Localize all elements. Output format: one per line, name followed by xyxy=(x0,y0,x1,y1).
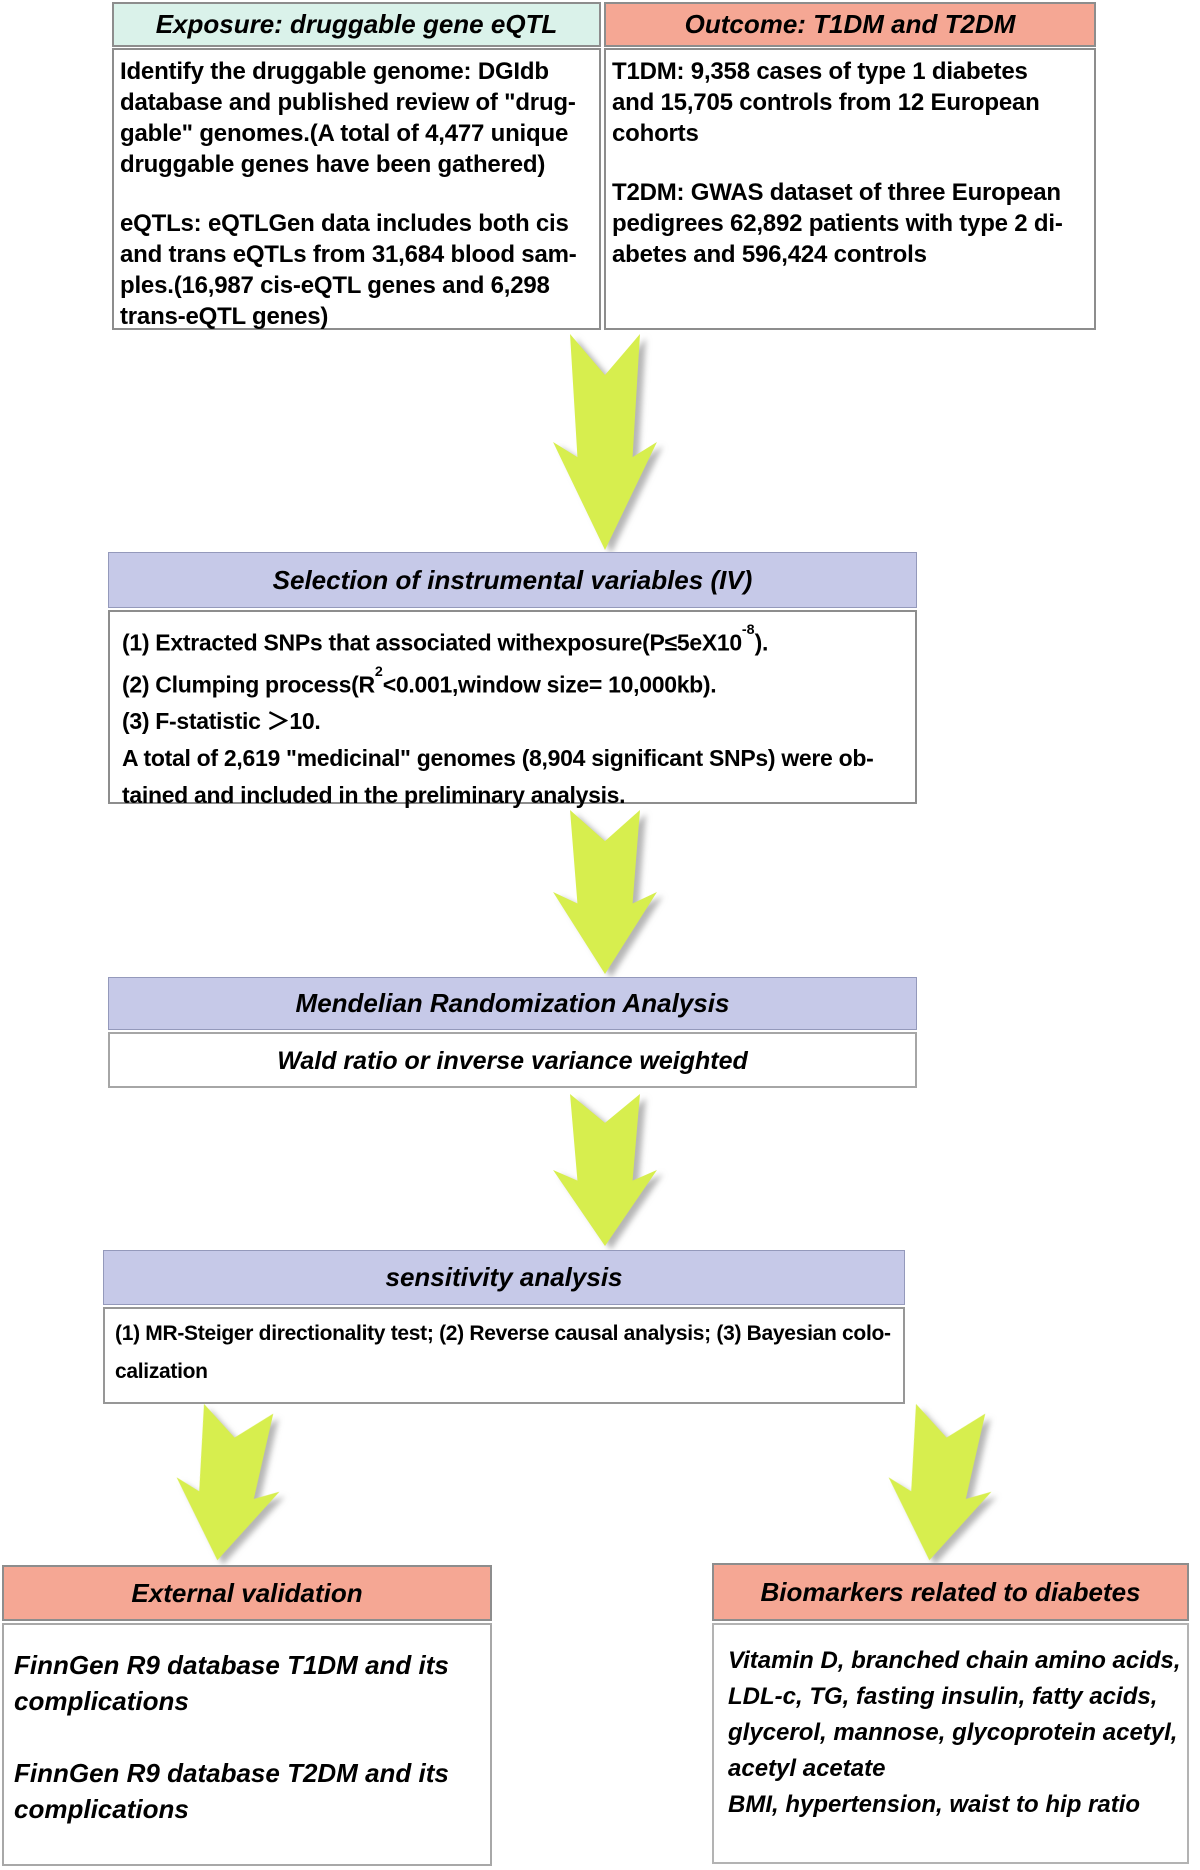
mr-analysis-box: Mendelian Randomization Analysis Wald ra… xyxy=(108,977,917,1088)
external-validation-body: FinnGen R9 database T1DM and its complic… xyxy=(2,1623,492,1866)
text-line: trans-eQTL genes) xyxy=(120,303,329,330)
text-line: calization xyxy=(115,1360,208,1383)
text-line: A total of 2,619 "medicinal" genomes (8,… xyxy=(122,745,874,772)
paragraph-gap xyxy=(120,180,599,208)
external-validation-title: External validation xyxy=(131,1577,363,1608)
text-line: and trans eQTLs from 31,684 blood sam- xyxy=(120,241,577,268)
superscript: -8 xyxy=(741,622,755,639)
text-line: pedigrees 62,892 patients with type 2 di… xyxy=(612,210,1063,237)
text-line: Vitamin D, branched chain amino acids, xyxy=(728,1647,1181,1674)
text-line: LDL-c, TG, fasting insulin, fatty acids, xyxy=(728,1683,1158,1710)
down-arrow-icon xyxy=(553,810,657,974)
mr-analysis-title: Mendelian Randomization Analysis xyxy=(295,988,730,1018)
outcome-header: Outcome: T1DM and T2DM xyxy=(604,2,1096,47)
text-line: tained and included in the preliminary a… xyxy=(122,782,626,809)
mr-analysis-body: Wald ratio or inverse variance weighted xyxy=(108,1032,917,1088)
external-validation-header: External validation xyxy=(2,1565,492,1621)
text-line: acetyl acetate xyxy=(728,1755,886,1782)
text-line: T1DM: 9,358 cases of type 1 diabetes xyxy=(612,58,1028,85)
down-arrow-icon xyxy=(553,1094,657,1246)
superscript: 2 xyxy=(374,663,383,680)
text-line: FinnGen R9 database T2DM and its xyxy=(14,1758,449,1788)
iv-selection-title: Selection of instrumental variables (IV) xyxy=(272,564,753,595)
outcome-body: T1DM: 9,358 cases of type 1 diabetes and… xyxy=(604,48,1096,330)
text-line: cohorts xyxy=(612,120,699,147)
biomarkers-title: Biomarkers related to diabetes xyxy=(760,1576,1141,1607)
iv-selection-box: Selection of instrumental variables (IV)… xyxy=(108,552,917,808)
sensitivity-body: (1) MR-Steiger directionality test; (2) … xyxy=(103,1307,905,1404)
text-line: gable" genomes.(A total of 4,477 unique xyxy=(120,120,569,147)
text-line: ples.(16,987 cis-eQTL genes and 6,298 xyxy=(120,272,550,299)
iv-selection-header: Selection of instrumental variables (IV) xyxy=(108,552,917,608)
sensitivity-title: sensitivity analysis xyxy=(385,1262,623,1292)
sensitivity-box: sensitivity analysis (1) MR-Steiger dire… xyxy=(103,1250,905,1404)
text-line: eQTLs: eQTLGen data includes both cis xyxy=(120,210,569,237)
biomarkers-header: Biomarkers related to diabetes xyxy=(712,1563,1189,1621)
text-line: (3) F-statistic ＞10. xyxy=(122,708,321,735)
exposure-title: Exposure: druggable gene eQTL xyxy=(155,9,558,39)
down-arrow-icon xyxy=(176,1403,280,1561)
paragraph-gap xyxy=(14,1719,490,1755)
exposure-body: Identify the druggable genome: DGIdb dat… xyxy=(112,48,601,330)
iv-selection-body: (1) Extracted SNPs that associated withe… xyxy=(108,610,917,808)
text-line: druggable genes have been gathered) xyxy=(120,151,546,178)
text-line: T2DM: GWAS dataset of three European xyxy=(612,179,1061,206)
paragraph-gap xyxy=(612,149,1094,177)
text-line: glycerol, mannose, glycoprotein acetyl, xyxy=(728,1719,1178,1746)
exposure-box: Exposure: druggable gene eQTL Identify t… xyxy=(112,2,601,330)
text-line: BMI, hypertension, waist to hip ratio xyxy=(728,1791,1141,1818)
text-line: and 15,705 controls from 12 European xyxy=(612,89,1040,116)
text-line: Wald ratio or inverse variance weighted xyxy=(277,1047,748,1075)
text-line: (2) Clumping process(R2<0.001,window siz… xyxy=(122,663,717,698)
outcome-box: Outcome: T1DM and T2DM T1DM: 9,358 cases… xyxy=(604,2,1096,330)
text-line: (1) MR-Steiger directionality test; (2) … xyxy=(115,1322,891,1345)
external-validation-box: External validation FinnGen R9 database … xyxy=(2,1565,492,1866)
mr-analysis-header: Mendelian Randomization Analysis xyxy=(108,977,917,1030)
text-line: complications xyxy=(14,1794,189,1824)
biomarkers-body: Vitamin D, branched chain amino acids, L… xyxy=(712,1623,1189,1864)
biomarkers-box: Biomarkers related to diabetes Vitamin D… xyxy=(712,1563,1189,1864)
text-line: abetes and 596,424 controls xyxy=(612,241,927,268)
text-line: FinnGen R9 database T1DM and its xyxy=(14,1650,449,1680)
sensitivity-header: sensitivity analysis xyxy=(103,1250,905,1305)
text-line: (1) Extracted SNPs that associated withe… xyxy=(122,622,769,656)
text-line: complications xyxy=(14,1686,189,1716)
text-line: Identify the druggable genome: DGIdb xyxy=(120,58,549,85)
down-arrow-icon xyxy=(553,334,657,550)
down-arrow-icon xyxy=(888,1403,992,1561)
exposure-header: Exposure: druggable gene eQTL xyxy=(112,2,601,47)
outcome-title: Outcome: T1DM and T2DM xyxy=(684,9,1016,39)
text-line: database and published review of "drug- xyxy=(120,89,576,116)
